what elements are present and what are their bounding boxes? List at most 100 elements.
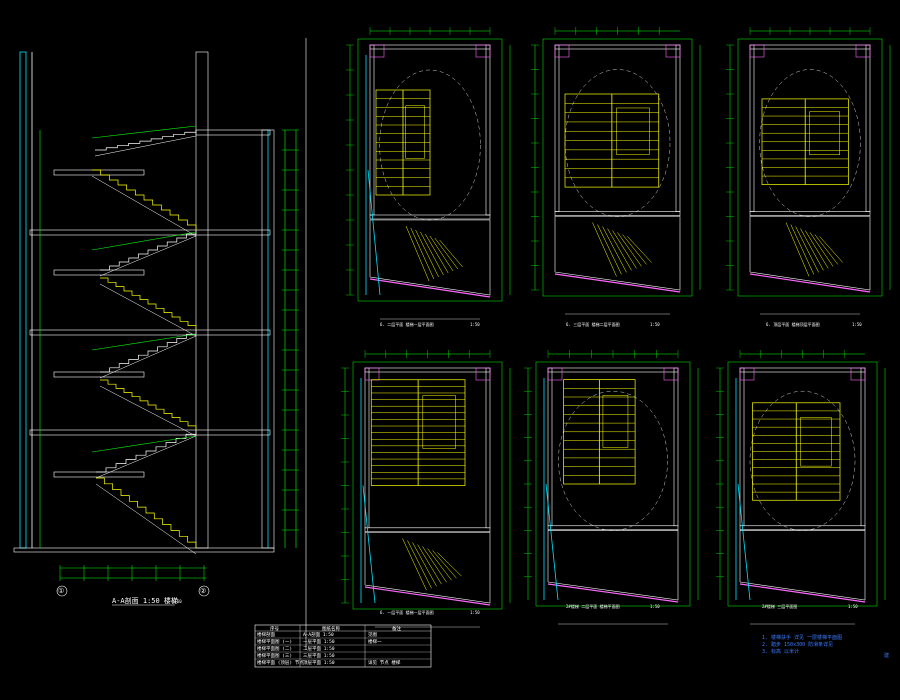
column-hatch xyxy=(663,367,679,381)
table-cell: 楼梯平面图 (二) xyxy=(257,645,292,652)
stair-landing xyxy=(800,417,832,467)
plan-4 xyxy=(341,350,511,628)
floor-slab xyxy=(29,229,271,236)
lower-stair-tread xyxy=(437,552,462,577)
wall-right xyxy=(485,44,491,216)
lower-stair-tread xyxy=(814,234,839,265)
plan-6-scale: 1:50 xyxy=(848,604,858,609)
stair-soffit xyxy=(95,483,197,555)
column-right xyxy=(195,51,209,549)
stair-landing xyxy=(405,105,425,159)
column-hatch xyxy=(739,367,755,381)
stair-landing xyxy=(422,395,456,449)
wall-hatch xyxy=(369,278,491,298)
dimension-frame xyxy=(737,38,883,297)
lower-stair-tread xyxy=(432,550,457,579)
stair-flight xyxy=(95,130,197,151)
table-cell: 一层平面 1:50 xyxy=(303,639,335,645)
note-line-1: 1. 楼梯扶手 详见 一层楼梯平面图 xyxy=(762,634,842,641)
plan-4-title: 6. 一层平面 楼梯一层平面图 xyxy=(380,609,434,615)
lower-stair-tread xyxy=(434,237,459,270)
lower-stair-tread xyxy=(427,548,452,581)
stair-landing xyxy=(616,107,650,155)
wall-mid xyxy=(547,525,679,531)
table-header-no: 序号 xyxy=(270,625,279,632)
stair-landing xyxy=(602,395,629,448)
lower-slab-outline xyxy=(369,219,491,296)
column-hatch xyxy=(475,44,491,58)
lower-slab-outline xyxy=(739,530,866,601)
ground-slab xyxy=(13,547,275,553)
stair-flight xyxy=(92,169,197,230)
stair-flight xyxy=(100,230,197,271)
wall-hatch xyxy=(749,273,871,293)
handrail xyxy=(91,435,197,453)
column-hatch xyxy=(554,44,570,58)
table-cell: 楼梯平面图 (一) xyxy=(257,638,292,645)
wall-hatch xyxy=(364,586,491,606)
lower-stair-tread xyxy=(795,226,819,273)
section-scale: 1:50 xyxy=(172,599,182,604)
lower-stair-tread xyxy=(422,546,447,583)
dimension-frame xyxy=(352,361,503,610)
landing-slab xyxy=(53,471,145,478)
plan-1 xyxy=(346,27,511,320)
wall-mid xyxy=(554,211,681,216)
plan-1-scale: 1:50 xyxy=(470,322,480,327)
lower-stair-tread xyxy=(785,222,810,277)
lower-stair-tread xyxy=(800,228,824,271)
stair-flight xyxy=(96,430,197,473)
table-cell: 楼梯平面图 (三) xyxy=(257,652,292,659)
plan-5-scale: 1:50 xyxy=(650,604,660,609)
table-header-note: 备注 xyxy=(392,625,401,632)
lower-stair-tread xyxy=(420,231,444,276)
lower-stair-tread xyxy=(612,230,637,269)
table-cell: 顶层平面 1:50 xyxy=(303,660,335,666)
table-header-name: 图纸名称 xyxy=(322,625,340,632)
wall-left xyxy=(749,44,755,212)
table-cell: 详见 节点 楼梯 xyxy=(368,659,401,666)
plan-6-title: 2#楼梯 三层平面图 xyxy=(762,603,797,609)
wall-left xyxy=(554,44,560,212)
landing-slab xyxy=(53,371,145,378)
lower-slab-outline xyxy=(554,216,681,291)
column-hatch xyxy=(855,44,871,58)
floor-slab xyxy=(195,129,271,136)
wall-mid xyxy=(369,214,491,220)
note-line-3: 3. 标高 以米计 xyxy=(762,648,799,655)
lower-stair-tread xyxy=(429,235,454,272)
stair-landing xyxy=(809,111,841,155)
plan-5-title: 2#楼梯 二层平面 楼梯平面图 xyxy=(566,603,620,609)
table-cell: 楼梯剖面 xyxy=(257,631,275,638)
lower-stair-tread xyxy=(627,236,652,263)
stair-flight xyxy=(96,477,197,548)
stair-well-circle xyxy=(564,69,671,217)
lower-stair-tread xyxy=(597,224,622,275)
wall-hatch xyxy=(739,583,866,603)
stair-soffit xyxy=(91,175,197,237)
wall-left xyxy=(547,367,553,527)
wall-right xyxy=(673,367,679,527)
wall-hatch xyxy=(554,273,681,293)
plan-2-scale: 1:50 xyxy=(650,322,660,327)
lower-stair-tread xyxy=(415,229,439,278)
lower-stair-tread xyxy=(804,230,829,269)
stair-well-circle xyxy=(749,390,856,531)
stair-flight xyxy=(100,330,197,373)
stair-flight xyxy=(100,379,197,431)
column-hatch xyxy=(369,44,385,58)
wall-right xyxy=(865,44,871,212)
wall-right xyxy=(485,367,491,529)
column-hatch xyxy=(364,367,380,381)
glass-wall xyxy=(545,483,559,601)
lower-stair-tread xyxy=(410,227,435,280)
grid-bubble-2: ② xyxy=(200,587,206,595)
stair-soffit xyxy=(95,435,197,479)
dimension-frame xyxy=(535,361,691,607)
stair-soffit xyxy=(99,335,197,379)
stair-flight xyxy=(100,277,197,330)
wall-hatch xyxy=(547,583,679,603)
glass-wall-left xyxy=(19,51,27,549)
handrail xyxy=(91,125,197,139)
column-hatch xyxy=(475,367,491,381)
